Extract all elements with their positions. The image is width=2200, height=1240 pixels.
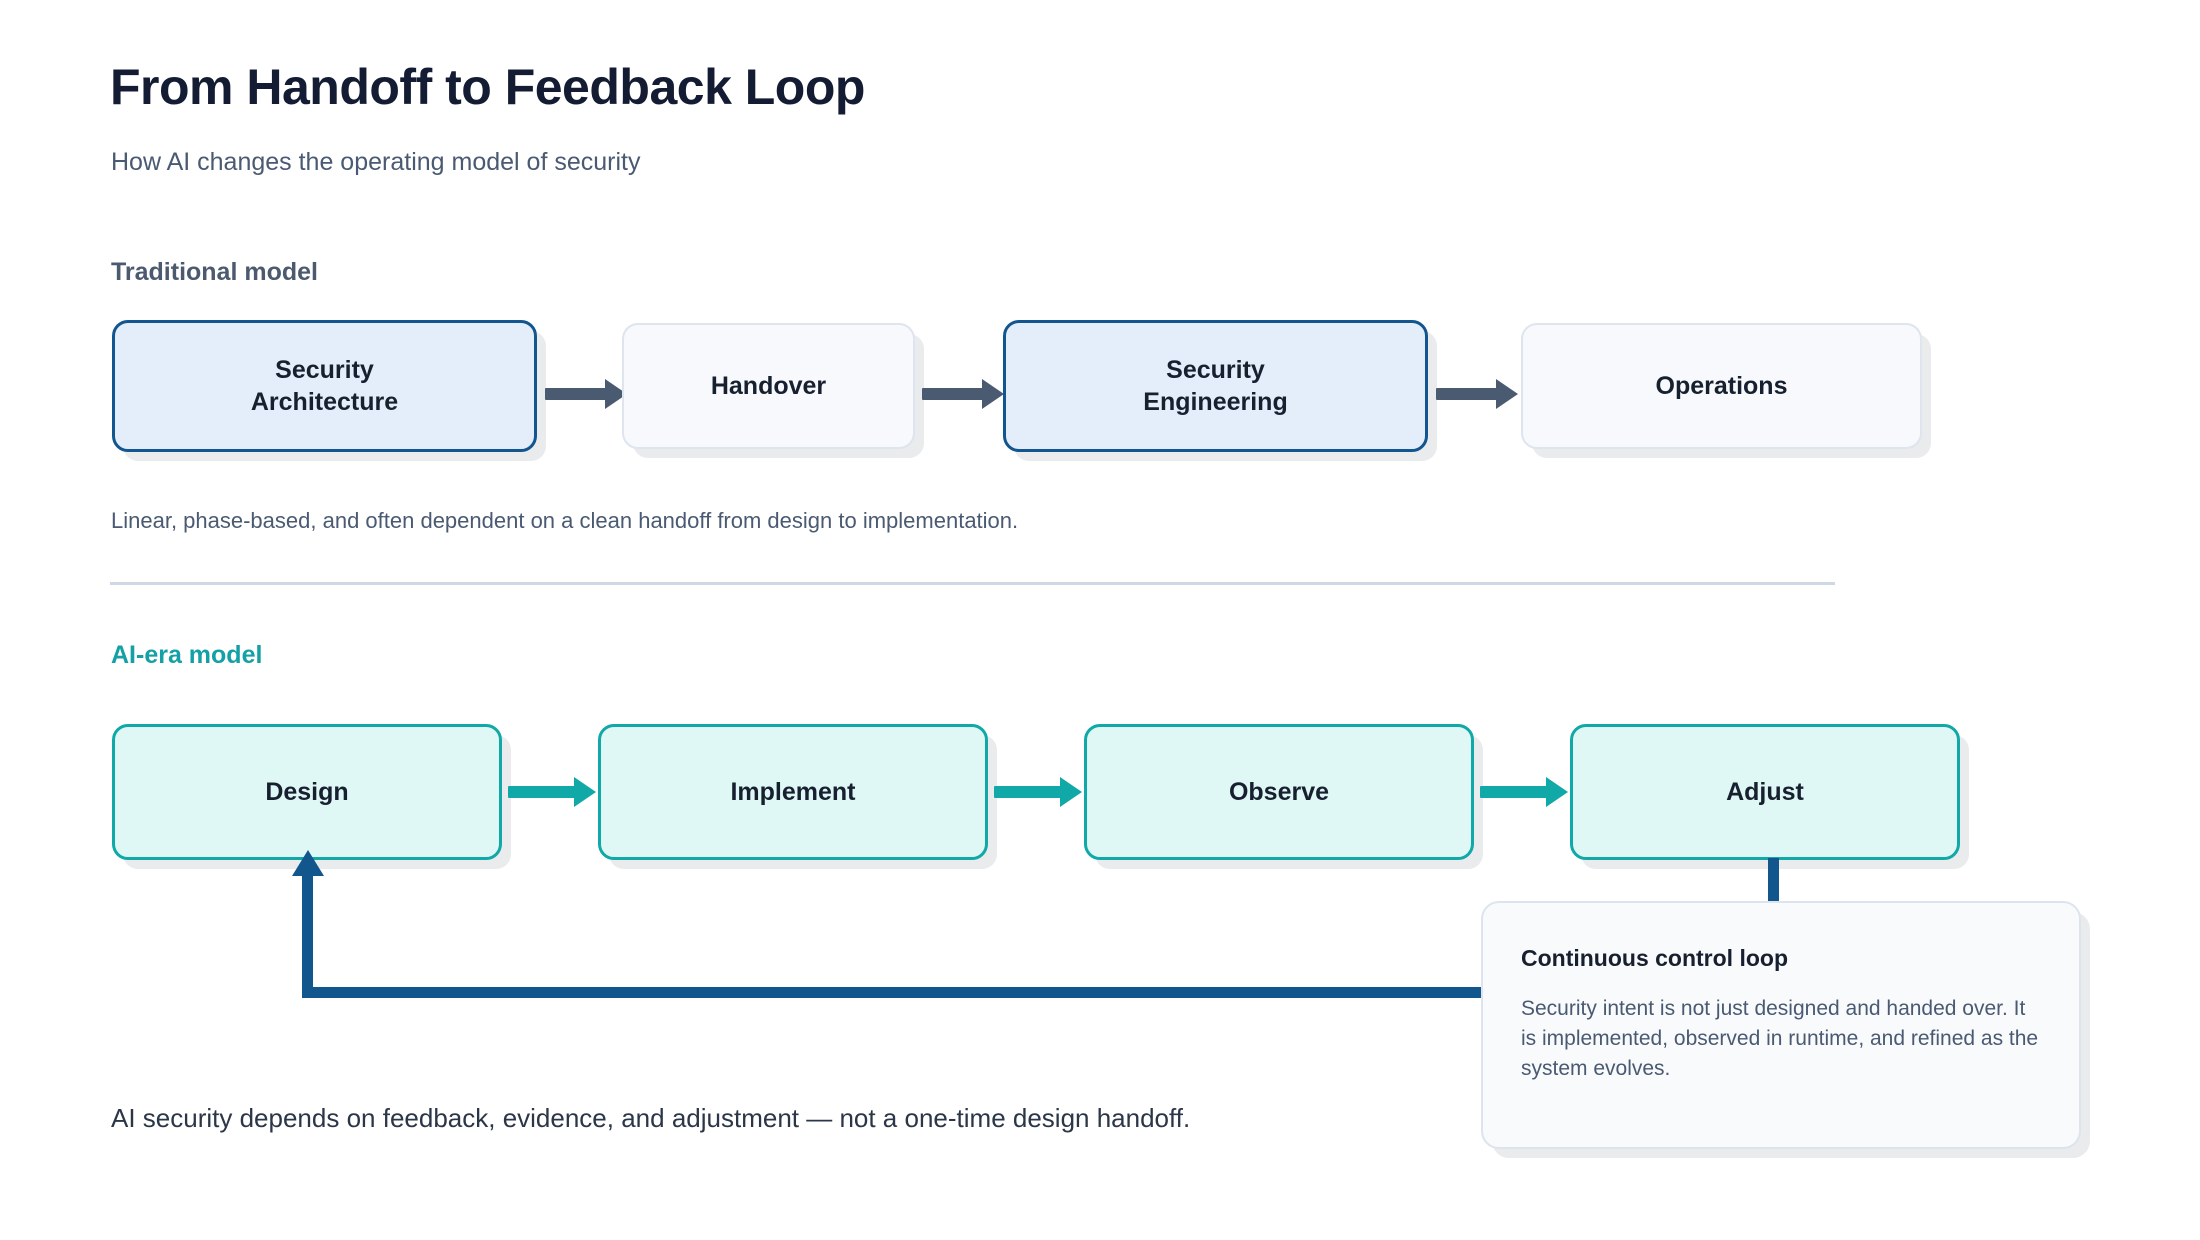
- arrow-shaft: [994, 786, 1062, 798]
- node-label: Security Engineering: [1143, 356, 1288, 416]
- node-label: Adjust: [1726, 778, 1804, 806]
- node-label: Operations: [1655, 372, 1788, 400]
- node-design[interactable]: Design: [112, 724, 502, 860]
- arrow-engineering-to-operations: [1436, 379, 1518, 409]
- arrow-shaft: [1436, 388, 1498, 400]
- node-handover[interactable]: Handover: [622, 323, 915, 449]
- node-label: Implement: [730, 778, 856, 806]
- node-security-architecture[interactable]: Security Architecture: [112, 320, 537, 452]
- node-security-engineering[interactable]: Security Engineering: [1003, 320, 1428, 452]
- arrow-head: [1496, 379, 1518, 409]
- feedback-loop-arrow-icon: [292, 850, 324, 876]
- arrow-head: [605, 379, 627, 409]
- node-observe[interactable]: Observe: [1084, 724, 1474, 860]
- arrow-handover-to-engineering: [922, 379, 1004, 409]
- ai-era-caption: AI security depends on feedback, evidenc…: [111, 1103, 1191, 1133]
- node-label: Design: [265, 778, 349, 806]
- feedback-loop-vertical-to-design: [302, 872, 313, 992]
- arrow-head: [1060, 777, 1082, 807]
- callout-title: Continuous control loop: [1521, 945, 1789, 971]
- arrow-shaft: [922, 388, 984, 400]
- node-label: Security Architecture: [250, 356, 399, 416]
- section-divider: [110, 582, 1835, 585]
- arrow-head: [574, 777, 596, 807]
- arrow-head: [1546, 777, 1568, 807]
- arrow-shaft: [545, 388, 607, 400]
- node-implement[interactable]: Implement: [598, 724, 988, 860]
- arrow-head: [982, 379, 1004, 409]
- callout-body: Security intent is not just designed and…: [1521, 997, 2039, 1080]
- node-operations[interactable]: Operations: [1521, 323, 1922, 449]
- arrow-architecture-to-handover: [545, 379, 627, 409]
- traditional-caption: Linear, phase-based, and often dependent…: [111, 508, 1019, 533]
- arrow-shaft: [1480, 786, 1548, 798]
- page-subtitle: How AI changes the operating model of se…: [111, 148, 641, 176]
- section-heading-ai-era: AI-era model: [111, 641, 263, 669]
- section-heading-traditional: Traditional model: [111, 258, 318, 286]
- page-title: From Handoff to Feedback Loop: [110, 59, 865, 115]
- node-label: Handover: [710, 372, 827, 400]
- continuous-control-loop-callout: Continuous control loop Security intent …: [1481, 901, 2081, 1149]
- feedback-loop-horizontal: [302, 987, 1779, 998]
- arrow-observe-to-adjust: [1480, 777, 1568, 807]
- arrow-design-to-implement: [508, 777, 596, 807]
- node-adjust[interactable]: Adjust: [1570, 724, 1960, 860]
- arrow-implement-to-observe: [994, 777, 1082, 807]
- node-label: Observe: [1228, 778, 1330, 806]
- arrow-shaft: [508, 786, 576, 798]
